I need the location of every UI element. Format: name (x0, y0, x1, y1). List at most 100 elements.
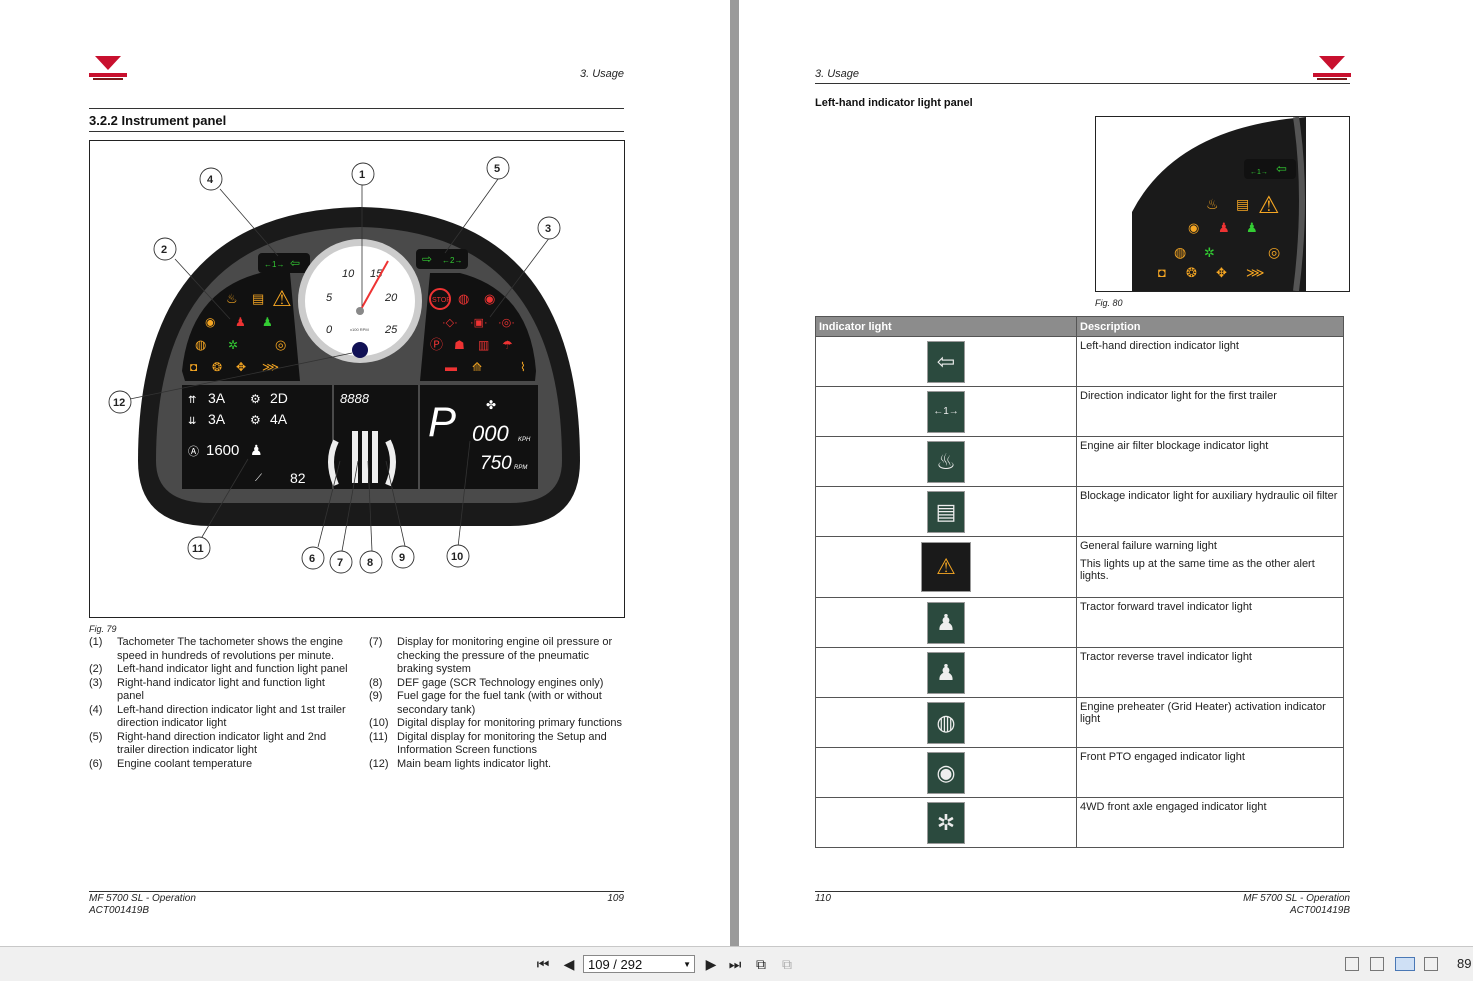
description-text: 4WD front axle engaged indicator light (1080, 801, 1267, 813)
description-cell: Front PTO engaged indicator light (1076, 747, 1344, 798)
indicator-cell: ⇦ (815, 336, 1077, 387)
description-note: This lights up at the same time as the o… (1080, 558, 1315, 582)
table-row: ♟Tractor reverse travel indicator light (815, 647, 1344, 698)
svg-text:⟰: ⟰ (472, 360, 482, 374)
svg-text:⚙: ⚙ (250, 392, 261, 406)
document-viewport[interactable]: 3. Usage 3.2.2 Instrument panel ⇦ ←1→ ♨ … (0, 0, 1473, 946)
legend-number: (12) (369, 757, 389, 770)
two-page-view-icon[interactable] (1395, 957, 1415, 971)
indicator-cell: ←1→ (815, 386, 1077, 437)
svg-text:⇨: ⇨ (422, 252, 432, 266)
svg-text:✤: ✤ (486, 398, 496, 412)
legend-number: (4) (89, 703, 103, 716)
callout-6: 6 (301, 546, 325, 570)
4wd-icon: ✲ (927, 801, 965, 844)
svg-text:⋙: ⋙ (262, 360, 279, 374)
description-text: Tractor reverse travel indicator light (1080, 651, 1252, 663)
next-page-button[interactable]: ▶ (705, 956, 717, 972)
svg-text:◍: ◍ (195, 337, 206, 352)
zoom-level[interactable]: 89 (1457, 956, 1472, 971)
temp-value: 82 (290, 470, 306, 486)
legend-number: (11) (369, 730, 388, 743)
legend-text: Left-hand indicator light and function l… (117, 663, 348, 675)
legend-item: (6) Engine coolant temperature (89, 758, 351, 772)
table-row: ♨Engine air filter blockage indicator li… (815, 436, 1344, 487)
legend-text: Digital display for monitoring the Setup… (397, 730, 607, 757)
page-selector[interactable]: 109 / 292 ▼ (583, 955, 695, 973)
legend-text: Engine coolant temperature (117, 757, 253, 770)
svg-text:♟: ♟ (262, 315, 273, 329)
description-text: Front PTO engaged indicator light (1080, 751, 1245, 763)
front-pto-icon: ◉ (927, 751, 965, 794)
legend-number: (3) (89, 676, 103, 689)
footer-info: MF 5700 SL - Operation ACT001419B (1243, 893, 1350, 917)
table-row: ▤Blockage indicator light for auxiliary … (815, 486, 1344, 537)
svg-text:◍: ◍ (1174, 244, 1186, 260)
indicator-cell: ♨ (815, 436, 1077, 487)
left-panel-diagram: ⇦ ←1→ ♨ ▤ ⚠ ◉ ♟ ♟ ◍ ✲ ◎ ◘ ❂ ✥ ⋙ (1132, 116, 1349, 292)
legend-number: (7) (369, 636, 383, 648)
legend-number: (6) (89, 757, 103, 770)
main-beam-indicator (352, 342, 368, 358)
legend-item: (5)Right-hand direction indicator light … (89, 731, 351, 758)
svg-text:Ⓐ: Ⓐ (188, 445, 199, 458)
legend-item: (11) Digital display for monitoring the S… (369, 731, 623, 758)
left-arrow-icon: ⇦ (927, 340, 965, 383)
svg-text:STOP: STOP (432, 297, 451, 304)
svg-text:·▣·: ·▣· (470, 317, 488, 329)
instrument-panel-figure: ⇦ ←1→ ♨ ▤ ⚠ ◉ ♟ ♟ ◍ ✲ ◎ ◘ ❂ ✥ ⋙ ⇨ ←2→ (89, 140, 625, 618)
description-text: Direction indicator light for the first … (1080, 390, 1277, 402)
svg-text:⇊: ⇊ (188, 416, 196, 427)
svg-text:❂: ❂ (212, 360, 222, 374)
svg-text:☂: ☂ (502, 338, 513, 352)
description-text: Engine preheater (Grid Heater) activatio… (1080, 701, 1326, 725)
callout-1: 1 (351, 162, 375, 186)
header-rule (89, 108, 624, 109)
svg-text:◉: ◉ (1188, 220, 1199, 235)
callout-7: 7 (329, 550, 353, 574)
indicator-table: Indicator light Description ⇦Left-hand d… (815, 316, 1344, 848)
legend-item: (2)Left-hand indicator light and functio… (89, 663, 351, 677)
paste-page-icon[interactable]: ⧉ (782, 956, 792, 972)
two-page-continuous-view-icon[interactable] (1424, 957, 1438, 971)
callout-2: 2 (153, 237, 177, 261)
previous-page-button[interactable]: ◀ (563, 956, 575, 972)
svg-text:✥: ✥ (236, 360, 246, 374)
svg-text:♟: ♟ (1246, 220, 1258, 235)
svg-text:✲: ✲ (1204, 245, 1215, 260)
svg-text:Ⓟ: Ⓟ (430, 337, 443, 352)
svg-text:⇈: ⇈ (188, 395, 196, 406)
description-cell: Left-hand direction indicator light (1076, 336, 1344, 387)
svg-text:·◎·: ·◎· (498, 317, 515, 329)
speed-unit: KPH (518, 437, 531, 443)
continuous-view-icon[interactable] (1370, 957, 1384, 971)
legend-item: (7)Display for monitoring engine oil pre… (369, 636, 623, 677)
svg-text:⌇: ⌇ (520, 360, 526, 374)
svg-text:·◇·: ·◇· (442, 317, 458, 329)
svg-text:▬: ▬ (445, 360, 457, 374)
legend-left: (1)Tachometer The tachometer shows the e… (89, 636, 351, 771)
rpm-value: 750 (480, 453, 512, 474)
trailer-arrow-icon: ←1→ (927, 390, 965, 433)
callout-5: 5 (486, 156, 510, 180)
callout-9: 9 (391, 545, 415, 569)
svg-text:◘: ◘ (190, 360, 197, 374)
tick-5: 5 (326, 292, 333, 304)
table-row: ◍Engine preheater (Grid Heater) activati… (815, 697, 1344, 748)
legend-item: (9)Fuel gage for the fuel tank (with or … (369, 690, 623, 717)
table-row: ♟Tractor forward travel indicator light (815, 597, 1344, 648)
range-b: 4A (270, 411, 288, 427)
brand-logo (1313, 56, 1351, 80)
title-rule (89, 131, 624, 132)
single-page-view-icon[interactable] (1345, 957, 1359, 971)
svg-text:12: 12 (113, 397, 125, 409)
legend-text: Right-hand indicator light and function … (117, 676, 325, 703)
svg-text:⟋: ⟋ (255, 473, 262, 484)
first-page-button[interactable]: ⏮ (536, 956, 550, 972)
last-page-button[interactable]: ⏭ (728, 956, 742, 972)
svg-text:✲: ✲ (228, 338, 238, 352)
svg-text:9: 9 (399, 552, 405, 564)
header-description: Description (1076, 316, 1344, 337)
copy-page-icon[interactable]: ⧉ (756, 956, 766, 972)
